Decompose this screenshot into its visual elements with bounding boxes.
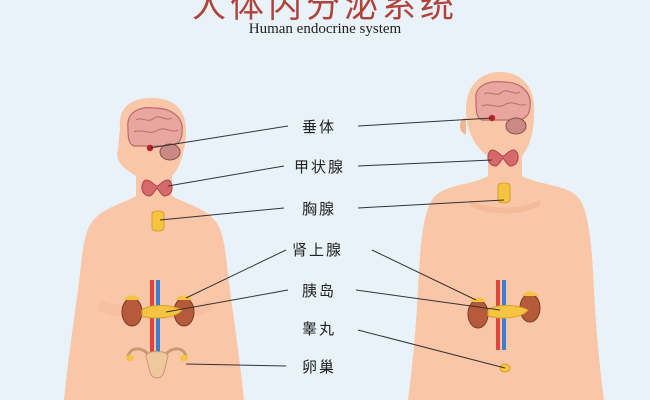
label-pituitary: 垂体: [302, 118, 337, 136]
female-kidney-left: [121, 297, 143, 327]
leader-thymus-female: [159, 207, 285, 221]
leader-adrenal-male: [371, 249, 477, 301]
male-body: [408, 72, 604, 400]
female-reproductive: [126, 347, 188, 379]
label-thymus: 胸腺: [302, 200, 337, 218]
male-thymus: [497, 182, 511, 204]
leader-lines: [149, 117, 506, 369]
label-ovary: 卵巢: [302, 358, 337, 376]
label-thyroid: 甲状腺: [294, 158, 346, 176]
female-thymus: [151, 210, 165, 232]
leader-testis: [357, 329, 506, 369]
female-body: [64, 98, 244, 400]
female-thyroid: [141, 179, 173, 197]
female-pancreas: [141, 305, 183, 319]
male-figure: [408, 72, 604, 400]
leader-pancreas-male: [355, 289, 501, 311]
male-kidney-left: [467, 299, 489, 329]
female-vein: [156, 280, 160, 360]
female-adrenal-left: [124, 295, 140, 300]
female-figure: [64, 98, 244, 400]
leader-thyroid-male: [357, 159, 493, 167]
label-adrenal: 肾上腺: [292, 241, 344, 259]
male-thyroid: [487, 149, 519, 167]
female-artery: [150, 280, 154, 360]
male-pancreas: [487, 305, 529, 319]
female-brain: [127, 107, 183, 161]
male-ear: [460, 118, 466, 134]
male-adrenal-right: [522, 291, 538, 296]
leader-ovary: [185, 363, 287, 367]
leader-thymus-male: [357, 199, 505, 209]
leader-pancreas-female: [165, 289, 289, 313]
leader-adrenal-female: [185, 249, 287, 299]
leader-thyroid-female: [167, 165, 285, 187]
label-pancreas: 胰岛: [302, 282, 337, 300]
label-testis: 睾丸: [302, 320, 337, 338]
leader-pituitary-male: [357, 117, 493, 127]
leader-pituitary-female: [149, 125, 289, 149]
page-title: 人体内分泌系统: [192, 0, 458, 26]
page-subtitle: Human endocrine system: [248, 21, 402, 37]
male-brain: [475, 81, 531, 135]
